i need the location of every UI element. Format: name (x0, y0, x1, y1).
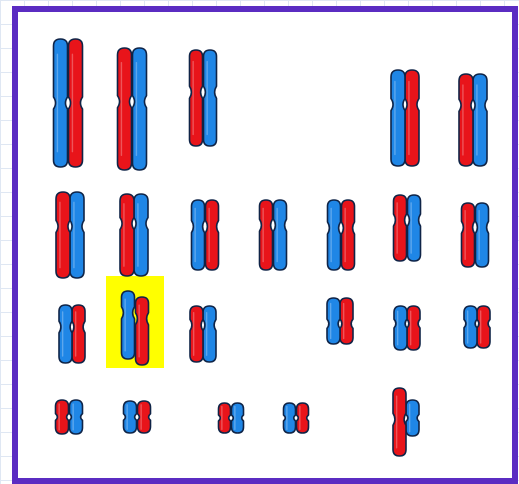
chromosome-pair-18[interactable] (463, 305, 491, 349)
chromosome-pair-14[interactable] (120, 290, 150, 366)
chromosome-pair-1[interactable] (52, 38, 84, 168)
chromatid-13-a (58, 304, 73, 364)
chromosome-pair-3[interactable] (188, 49, 218, 147)
chromatid-10-a (326, 199, 342, 271)
chromatid-17-b (406, 305, 421, 351)
chromatid-22-a (282, 402, 297, 434)
chromosome-pair-9[interactable] (258, 199, 288, 271)
chromosome-pair-20[interactable] (122, 400, 152, 434)
chromatid-17-a (393, 305, 408, 351)
chromatid-21-b (230, 402, 245, 434)
chromosome-pair-12[interactable] (460, 202, 490, 268)
chromatid-10-b (340, 199, 356, 271)
chromosome-pair-22[interactable] (282, 402, 310, 434)
chromatid-11-b (406, 194, 422, 262)
chromatid-20-b (136, 400, 152, 434)
chromosome-pair-23[interactable] (392, 387, 420, 457)
chromatid-4-a (390, 69, 406, 167)
chromosome-pair-11[interactable] (392, 194, 422, 262)
chromosome-pair-19[interactable] (54, 399, 84, 435)
chromatid-18-a (463, 305, 478, 349)
chromosome-pair-17[interactable] (393, 305, 421, 351)
chromosome-pair-15[interactable] (189, 305, 217, 363)
chromosome-pair-6[interactable] (55, 191, 85, 279)
karyotype-frame (12, 6, 518, 484)
chromatid-22-b (295, 402, 310, 434)
chromosome-pair-21[interactable] (217, 402, 245, 434)
chromatid-6-b (69, 191, 85, 279)
chromatid-8-b (204, 199, 220, 271)
chromatid-8-a (190, 199, 206, 271)
chromatid-13-b (71, 304, 86, 364)
chromosome-pair-13[interactable] (58, 304, 86, 364)
chromatid-2-a (116, 47, 133, 171)
chromosome-pair-16[interactable] (326, 297, 354, 345)
chromosome-pair-8[interactable] (190, 199, 220, 271)
chromatid-6-a (55, 191, 71, 279)
chromatid-4-b (404, 69, 420, 167)
chromatid-9-b (272, 199, 288, 271)
chromatid-23-a (392, 387, 407, 457)
chromatid-16-b (339, 297, 354, 345)
chromatid-7-b (133, 193, 149, 277)
chromatid-14-b (134, 296, 150, 366)
chromatid-5-b (472, 73, 488, 167)
chromatid-3-b (202, 49, 218, 147)
chromatid-9-a (258, 199, 274, 271)
chromatid-15-b (202, 305, 217, 363)
chromatid-2-b (131, 47, 148, 171)
chromatid-15-a (189, 305, 204, 363)
chromatid-20-a (122, 400, 138, 434)
chromatid-12-b (474, 202, 490, 268)
chromosome-pair-4[interactable] (390, 69, 420, 167)
karyotype-diagram (52, 38, 491, 457)
chromosome-pair-5[interactable] (458, 73, 488, 167)
chromatid-11-a (392, 194, 408, 262)
chromatid-21-a (217, 402, 232, 434)
chromatid-19-b (68, 399, 84, 435)
chromatid-3-a (188, 49, 204, 147)
chromatid-1-a (52, 38, 69, 168)
chromatid-12-a (460, 202, 476, 268)
chromatid-14-a (120, 290, 136, 360)
chromatid-5-a (458, 73, 474, 167)
chromosome-pair-7[interactable] (119, 193, 149, 277)
chromatid-16-a (326, 297, 341, 345)
chromosome-pair-10[interactable] (326, 199, 356, 271)
chromatid-19-a (54, 399, 70, 435)
chromatid-1-b (67, 38, 84, 168)
chromatid-23-b (405, 399, 420, 437)
chromatid-7-a (119, 193, 135, 277)
chromosome-pair-2[interactable] (116, 47, 148, 171)
chromatid-18-b (476, 305, 491, 349)
